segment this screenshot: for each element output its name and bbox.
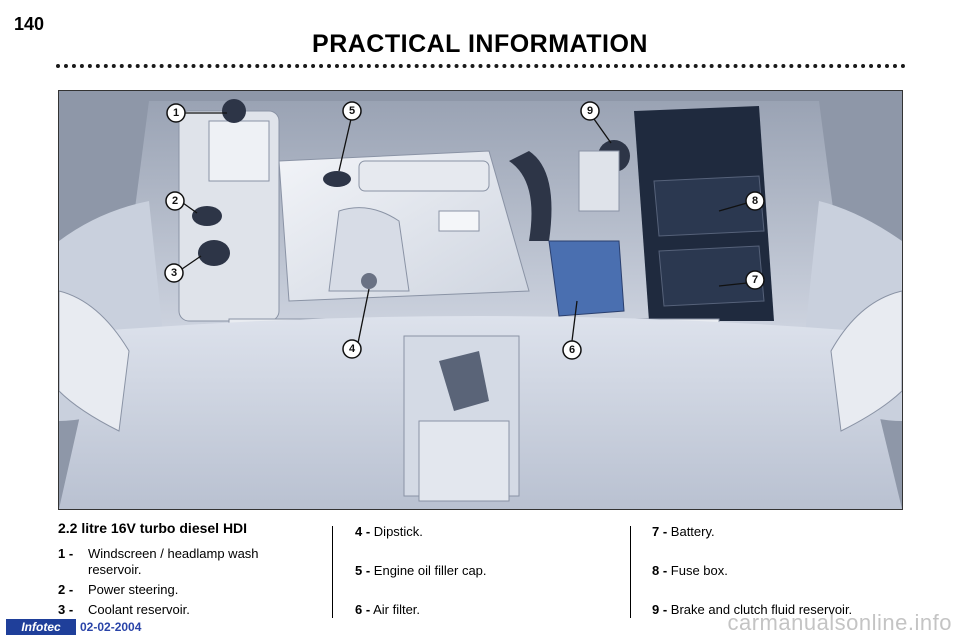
callout-3: 3 bbox=[164, 255, 202, 283]
column-divider bbox=[630, 526, 631, 618]
callout-5: 5 bbox=[338, 101, 362, 172]
svg-text:9: 9 bbox=[587, 105, 593, 117]
page-title: PRACTICAL INFORMATION bbox=[312, 30, 648, 58]
svg-text:8: 8 bbox=[752, 195, 758, 207]
callout-8: 8 bbox=[718, 191, 765, 212]
legend-item-8: 8 - Fuse box. bbox=[652, 563, 728, 578]
callout-6: 6 bbox=[562, 300, 582, 360]
legend-item-4: 4 - Dipstick. bbox=[355, 524, 423, 539]
svg-text:3: 3 bbox=[171, 267, 177, 279]
legend-item-6: 6 - Air filter. bbox=[355, 602, 421, 617]
callout-9: 9 bbox=[580, 101, 612, 144]
legend-item-3: 3 -Coolant reservoir. bbox=[58, 602, 190, 617]
svg-text:4: 4 bbox=[349, 343, 356, 355]
infotec-badge: Infotec bbox=[6, 619, 76, 635]
watermark: carmanualsonline.info bbox=[727, 610, 952, 635]
column-divider bbox=[332, 526, 333, 618]
footer-date: 02-02-2004 bbox=[80, 620, 142, 634]
page-number: 140 bbox=[14, 14, 45, 34]
engine-bay-illustration: 1 2 3 4 5 6 7 bbox=[58, 90, 903, 510]
dotted-divider bbox=[56, 64, 906, 68]
legend-item-7: 7 - Battery. bbox=[652, 524, 715, 539]
legend-item-1: 1 -Windscreen / headlamp wash reservoir. bbox=[58, 546, 259, 577]
legend-item-5: 5 - Engine oil filler cap. bbox=[355, 563, 487, 578]
callout-1: 1 bbox=[166, 103, 227, 123]
callout-2: 2 bbox=[165, 191, 198, 214]
section-heading: 2.2 litre 16V turbo diesel HDI bbox=[58, 520, 248, 536]
svg-text:2: 2 bbox=[172, 195, 178, 207]
callout-7: 7 bbox=[718, 270, 765, 290]
svg-text:6: 6 bbox=[569, 344, 575, 356]
svg-text:1: 1 bbox=[173, 107, 179, 119]
legend-item-2: 2 -Power steering. bbox=[58, 582, 179, 597]
svg-text:5: 5 bbox=[349, 105, 355, 117]
svg-text:7: 7 bbox=[752, 274, 758, 286]
callout-4: 4 bbox=[342, 288, 370, 359]
legend-item-9: 9 - Brake and clutch fluid reservoir. bbox=[652, 602, 853, 617]
